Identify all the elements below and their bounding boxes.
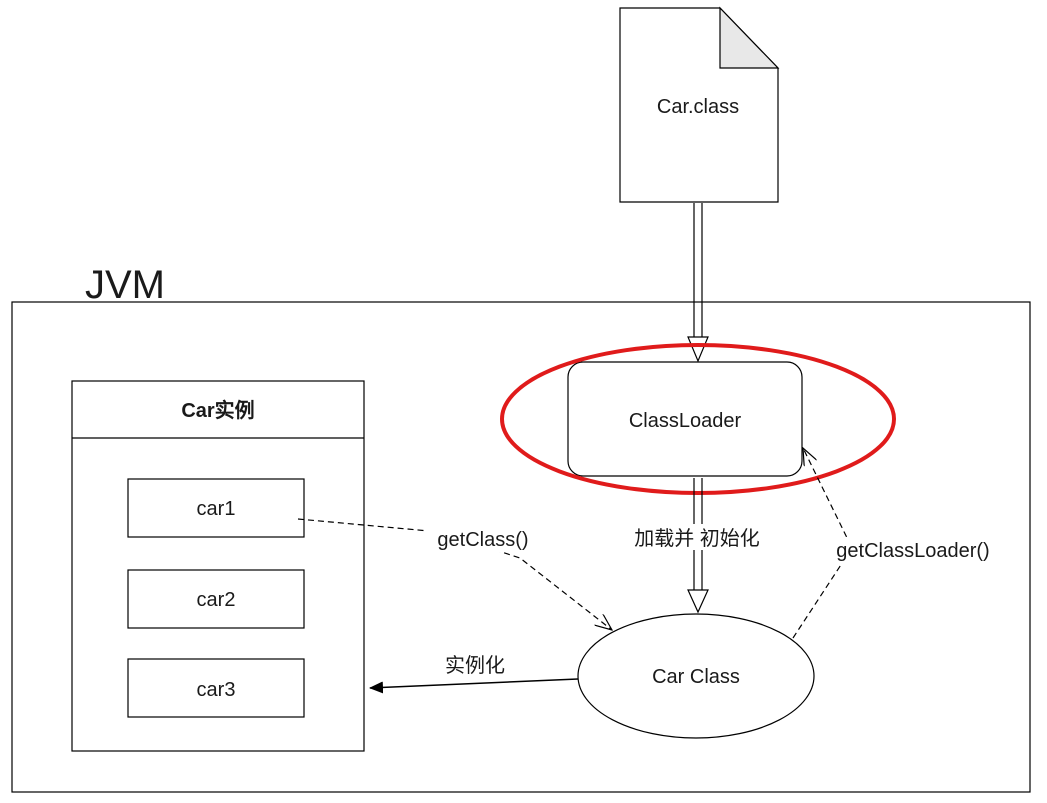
instantiate-label: 实例化 (445, 654, 505, 677)
instances-container (71, 380, 365, 752)
file-to-loader-arrow (687, 203, 709, 363)
class-loader-highlight (500, 343, 896, 495)
instance-car3-box (127, 658, 305, 718)
load-label-bg (618, 524, 778, 550)
jvm-label: JVM (85, 263, 165, 307)
get-class-loader-label-bg (820, 537, 1008, 563)
instance-car2-label: car2 (197, 589, 236, 611)
get-class-loader-edge (792, 448, 853, 639)
instance-car1-box (127, 478, 305, 538)
instance-car3-label: car3 (197, 679, 236, 701)
instance-car2-box (127, 569, 305, 629)
instances-title: Car实例 (181, 398, 254, 422)
class-file-label: Car.class (657, 96, 739, 118)
class-loader-box (567, 361, 803, 477)
instance-car1-label: car1 (197, 498, 236, 520)
car-class-node (577, 613, 815, 739)
get-class-label-bg (424, 526, 542, 552)
class-file-fold (719, 6, 780, 69)
get-class-label: getClass() (437, 529, 528, 551)
class-loader-label: ClassLoader (629, 410, 742, 432)
load-and-init-label: 加载并 初始化 (634, 527, 760, 550)
jvm-container (11, 301, 1031, 793)
instantiate-edge (369, 678, 579, 694)
get-class-loader-label: getClassLoader() (836, 540, 989, 562)
car-class-label: Car Class (652, 666, 740, 688)
